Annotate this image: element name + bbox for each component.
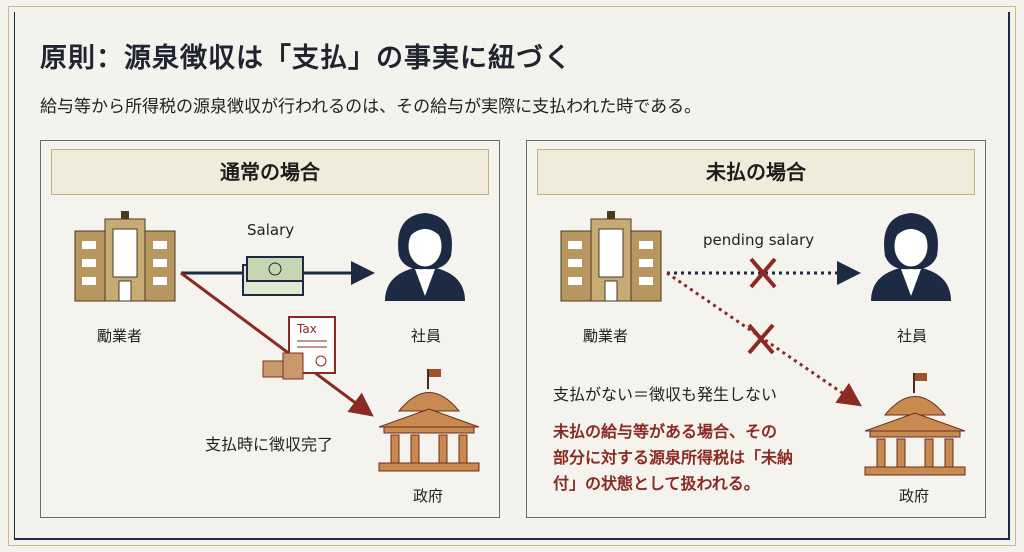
unpaid-case-panel: 未払の場合 勵業者 pending salary 社員 支払がない＝徴収も発生し… bbox=[526, 140, 986, 518]
government-label: 政府 bbox=[899, 487, 930, 505]
pending-salary-label: pending salary bbox=[703, 231, 815, 249]
salary-label: Salary bbox=[247, 221, 295, 239]
no-payment-caption: 支払がない＝徴収も発生しない bbox=[553, 385, 778, 404]
money-stack-icon bbox=[242, 256, 304, 296]
employee-avatar-icon bbox=[384, 212, 466, 302]
employer-label: 勵業者 bbox=[583, 327, 629, 345]
cross-icon bbox=[749, 257, 777, 289]
inner-frame bbox=[14, 12, 1010, 540]
unpaid-case-heading: 未払の場合 bbox=[537, 149, 975, 195]
normal-case-panel: 通常の場合 勵業者 Salary Tax 社員 支払時に徴収完了 政府 bbox=[40, 140, 500, 518]
collection-complete-caption: 支払時に徴収完了 bbox=[205, 435, 334, 454]
government-building-icon bbox=[864, 372, 966, 476]
employer-label: 勵業者 bbox=[97, 327, 143, 345]
employee-label: 社員 bbox=[897, 327, 928, 345]
outer-frame bbox=[8, 6, 1016, 546]
employee-label: 社員 bbox=[411, 327, 442, 345]
page-subtitle: 給与等から所得税の源泉徴収が行われるのは、その給与が実際に支払われた時である。 bbox=[40, 97, 702, 117]
employee-avatar-icon bbox=[870, 212, 952, 302]
tax-document-coins-icon: Tax bbox=[262, 316, 336, 380]
unpaid-note-line: 付」の状態として扱われる。 bbox=[553, 474, 760, 493]
unpaid-note: 未払の給与等がある場合、その 部分に対する源泉所得税は「未納 付」の状態として扱… bbox=[553, 419, 793, 497]
unpaid-note-line: 未払の給与等がある場合、その bbox=[553, 422, 778, 441]
government-label: 政府 bbox=[413, 487, 444, 505]
page-title: 原則：源泉徴収は「支払」の事実に紐づく bbox=[40, 43, 572, 74]
unpaid-note-line: 部分に対する源泉所得税は「未納 bbox=[553, 448, 794, 467]
government-building-icon bbox=[378, 368, 480, 472]
blocked-flow-arrows bbox=[666, 257, 862, 407]
cross-icon bbox=[747, 323, 775, 355]
tax-text: Tax bbox=[296, 322, 317, 336]
normal-case-heading: 通常の場合 bbox=[51, 149, 489, 195]
